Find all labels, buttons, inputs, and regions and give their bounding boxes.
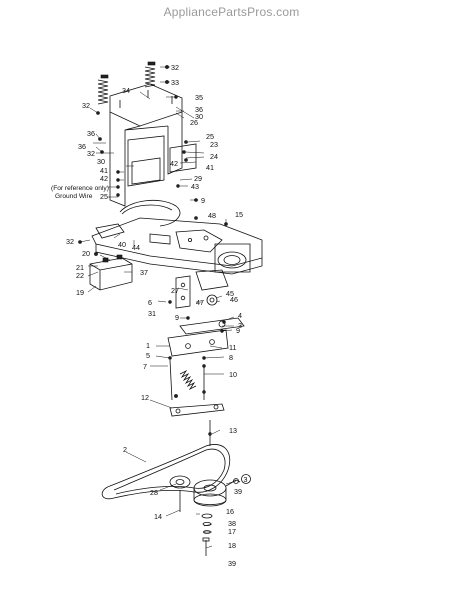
callout-30: 30 [97,157,105,166]
main-frame [91,200,263,275]
lever-arm [169,403,225,446]
callout-36: 36 [195,105,203,114]
callout-14: 14 [154,512,162,521]
callout-25: 25 [100,192,108,201]
callout-3-circled: 3 [244,475,248,484]
callout-33: 33 [171,78,179,87]
callout-labels: 32 33 35 34 36 30 26 32 36 36 32 30 25 2… [66,63,251,568]
spring-right [144,61,156,88]
callout-29: 29 [194,174,202,183]
callout-44: 44 [132,243,140,252]
clutch-hardware [201,513,213,556]
callout-5: 5 [146,351,150,360]
callout-46: 46 [230,295,238,304]
callout-48: 48 [208,211,216,220]
callout-24: 24 [210,152,218,161]
side-bracket [175,275,191,309]
callout-6: 6 [148,298,152,307]
callout-21: 21 [76,263,84,272]
callout-13: 13 [229,426,237,435]
battery-strap [95,223,125,239]
callout-22: 22 [76,271,84,280]
callout-43: 43 [191,182,199,191]
note-ground-wire: Ground Wire [55,193,93,200]
callout-47: 47 [196,298,204,307]
callout-31: 31 [148,309,156,318]
callout-15: 15 [235,210,243,219]
fasteners [78,65,239,484]
callout-35: 35 [195,93,203,102]
spring-left [97,74,109,105]
callout-2: 2 [123,445,127,454]
callout-7: 7 [143,362,147,371]
callout-11: 11 [229,343,236,352]
ground-wire-note: (For reference only) Ground Wire [51,185,109,200]
callout-28: 28 [150,488,158,497]
callout-1: 1 [146,341,150,350]
callout-39: 39 [228,559,236,568]
callout-23: 23 [210,140,218,149]
callout-17: 17 [228,527,236,536]
upper-frame [109,83,197,207]
callout-42: 42 [100,174,108,183]
callout-9: 9 [175,313,179,322]
callout-32: 32 [87,149,95,158]
extension-spring [169,359,205,401]
callout-45: 45 [226,289,234,298]
callout-12: 12 [141,393,149,402]
callout-27: 27 [171,286,179,295]
callout-41: 41 [100,166,108,175]
callout-19: 19 [76,288,84,297]
callout-18: 18 [228,541,236,550]
watermark: AppliancePartsPros.com [163,5,300,19]
callout-41: 41 [206,163,214,172]
leader-lines [79,66,237,549]
callout-25: 25 [206,132,214,141]
pivot-bracket [195,269,229,306]
callout-42: 42 [170,159,178,168]
pulley [169,475,191,512]
callout-32: 32 [66,237,74,246]
callout-3: 3 [238,321,242,330]
callout-30: 30 [195,112,203,121]
callout-38: 38 [228,519,236,528]
callout-32: 32 [82,101,90,110]
callout-36: 36 [78,142,86,151]
callout-37: 37 [140,268,148,277]
drive-belt [101,444,231,500]
callout-32: 32 [171,63,179,72]
callout-34: 34 [122,86,130,95]
callout-9: 9 [236,326,240,335]
callout-4: 4 [238,311,242,320]
callout-10: 10 [229,370,237,379]
callout-36: 36 [87,129,95,138]
callout-20: 20 [82,249,90,258]
callout-39: 39 [234,487,242,496]
callout-40: 40 [118,240,126,249]
callout-16: 16 [226,507,234,516]
callout-9: 9 [201,196,205,205]
note-reference-only: (For reference only) [51,185,109,192]
idler-arm [167,317,245,357]
callout-26: 26 [190,118,198,127]
callout-8: 8 [229,353,233,362]
